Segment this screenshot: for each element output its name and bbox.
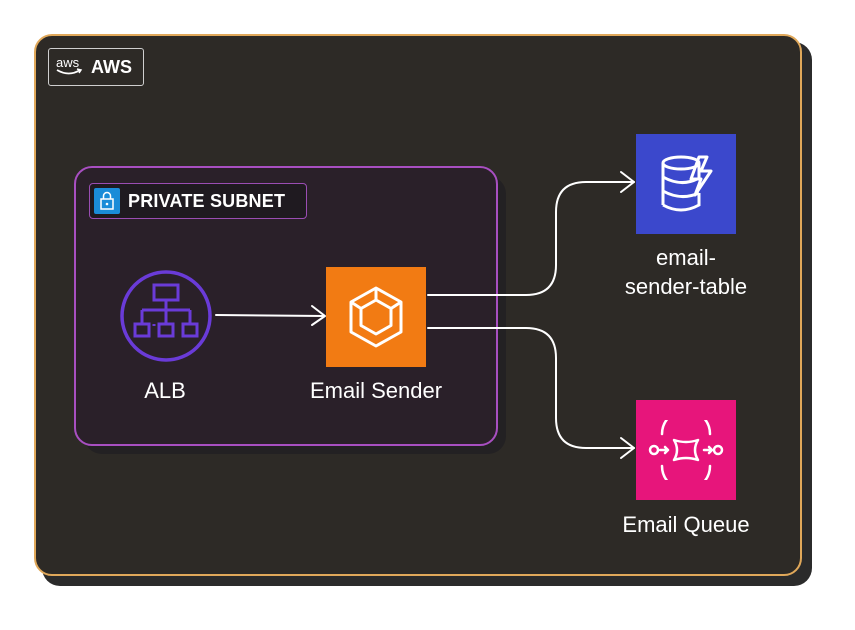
email-sender-node[interactable] [326,267,426,367]
elastic-load-balancing-icon [120,270,212,362]
email-table-label: email- sender-table [616,243,756,301]
email-queue-node[interactable] [636,400,736,500]
arrow-head-alb-to-email-sender [311,305,326,326]
aws-logo-icon: aws [55,55,85,79]
subnet-badge: PRIVATE SUBNET [89,183,307,219]
aws-group-label: AWS [91,56,133,77]
amazon-sqs-icon [648,420,724,480]
amazon-ecs-icon [349,286,403,348]
arrow-head-email-sender-to-queue [620,437,635,459]
lock-icon [94,188,120,214]
arrow-head-email-sender-to-table [620,171,635,193]
arrow-alb-to-email-sender [215,314,325,317]
email-sender-label: Email Sender [309,378,443,403]
email-table-label-line1: email- [656,245,716,270]
alb-node[interactable] [118,268,214,364]
subnet-label: PRIVATE SUBNET [128,190,286,211]
email-table-label-line2: sender-table [624,274,748,299]
aws-group-badge: aws AWS [48,48,144,86]
email-queue-label: Email Queue [622,512,750,537]
email-table-node[interactable] [636,134,736,234]
alb-label: ALB [144,378,186,403]
amazon-dynamodb-icon [661,155,713,212]
arrow-email-sender-to-queue [427,327,635,449]
arrow-email-sender-to-table [427,181,635,296]
